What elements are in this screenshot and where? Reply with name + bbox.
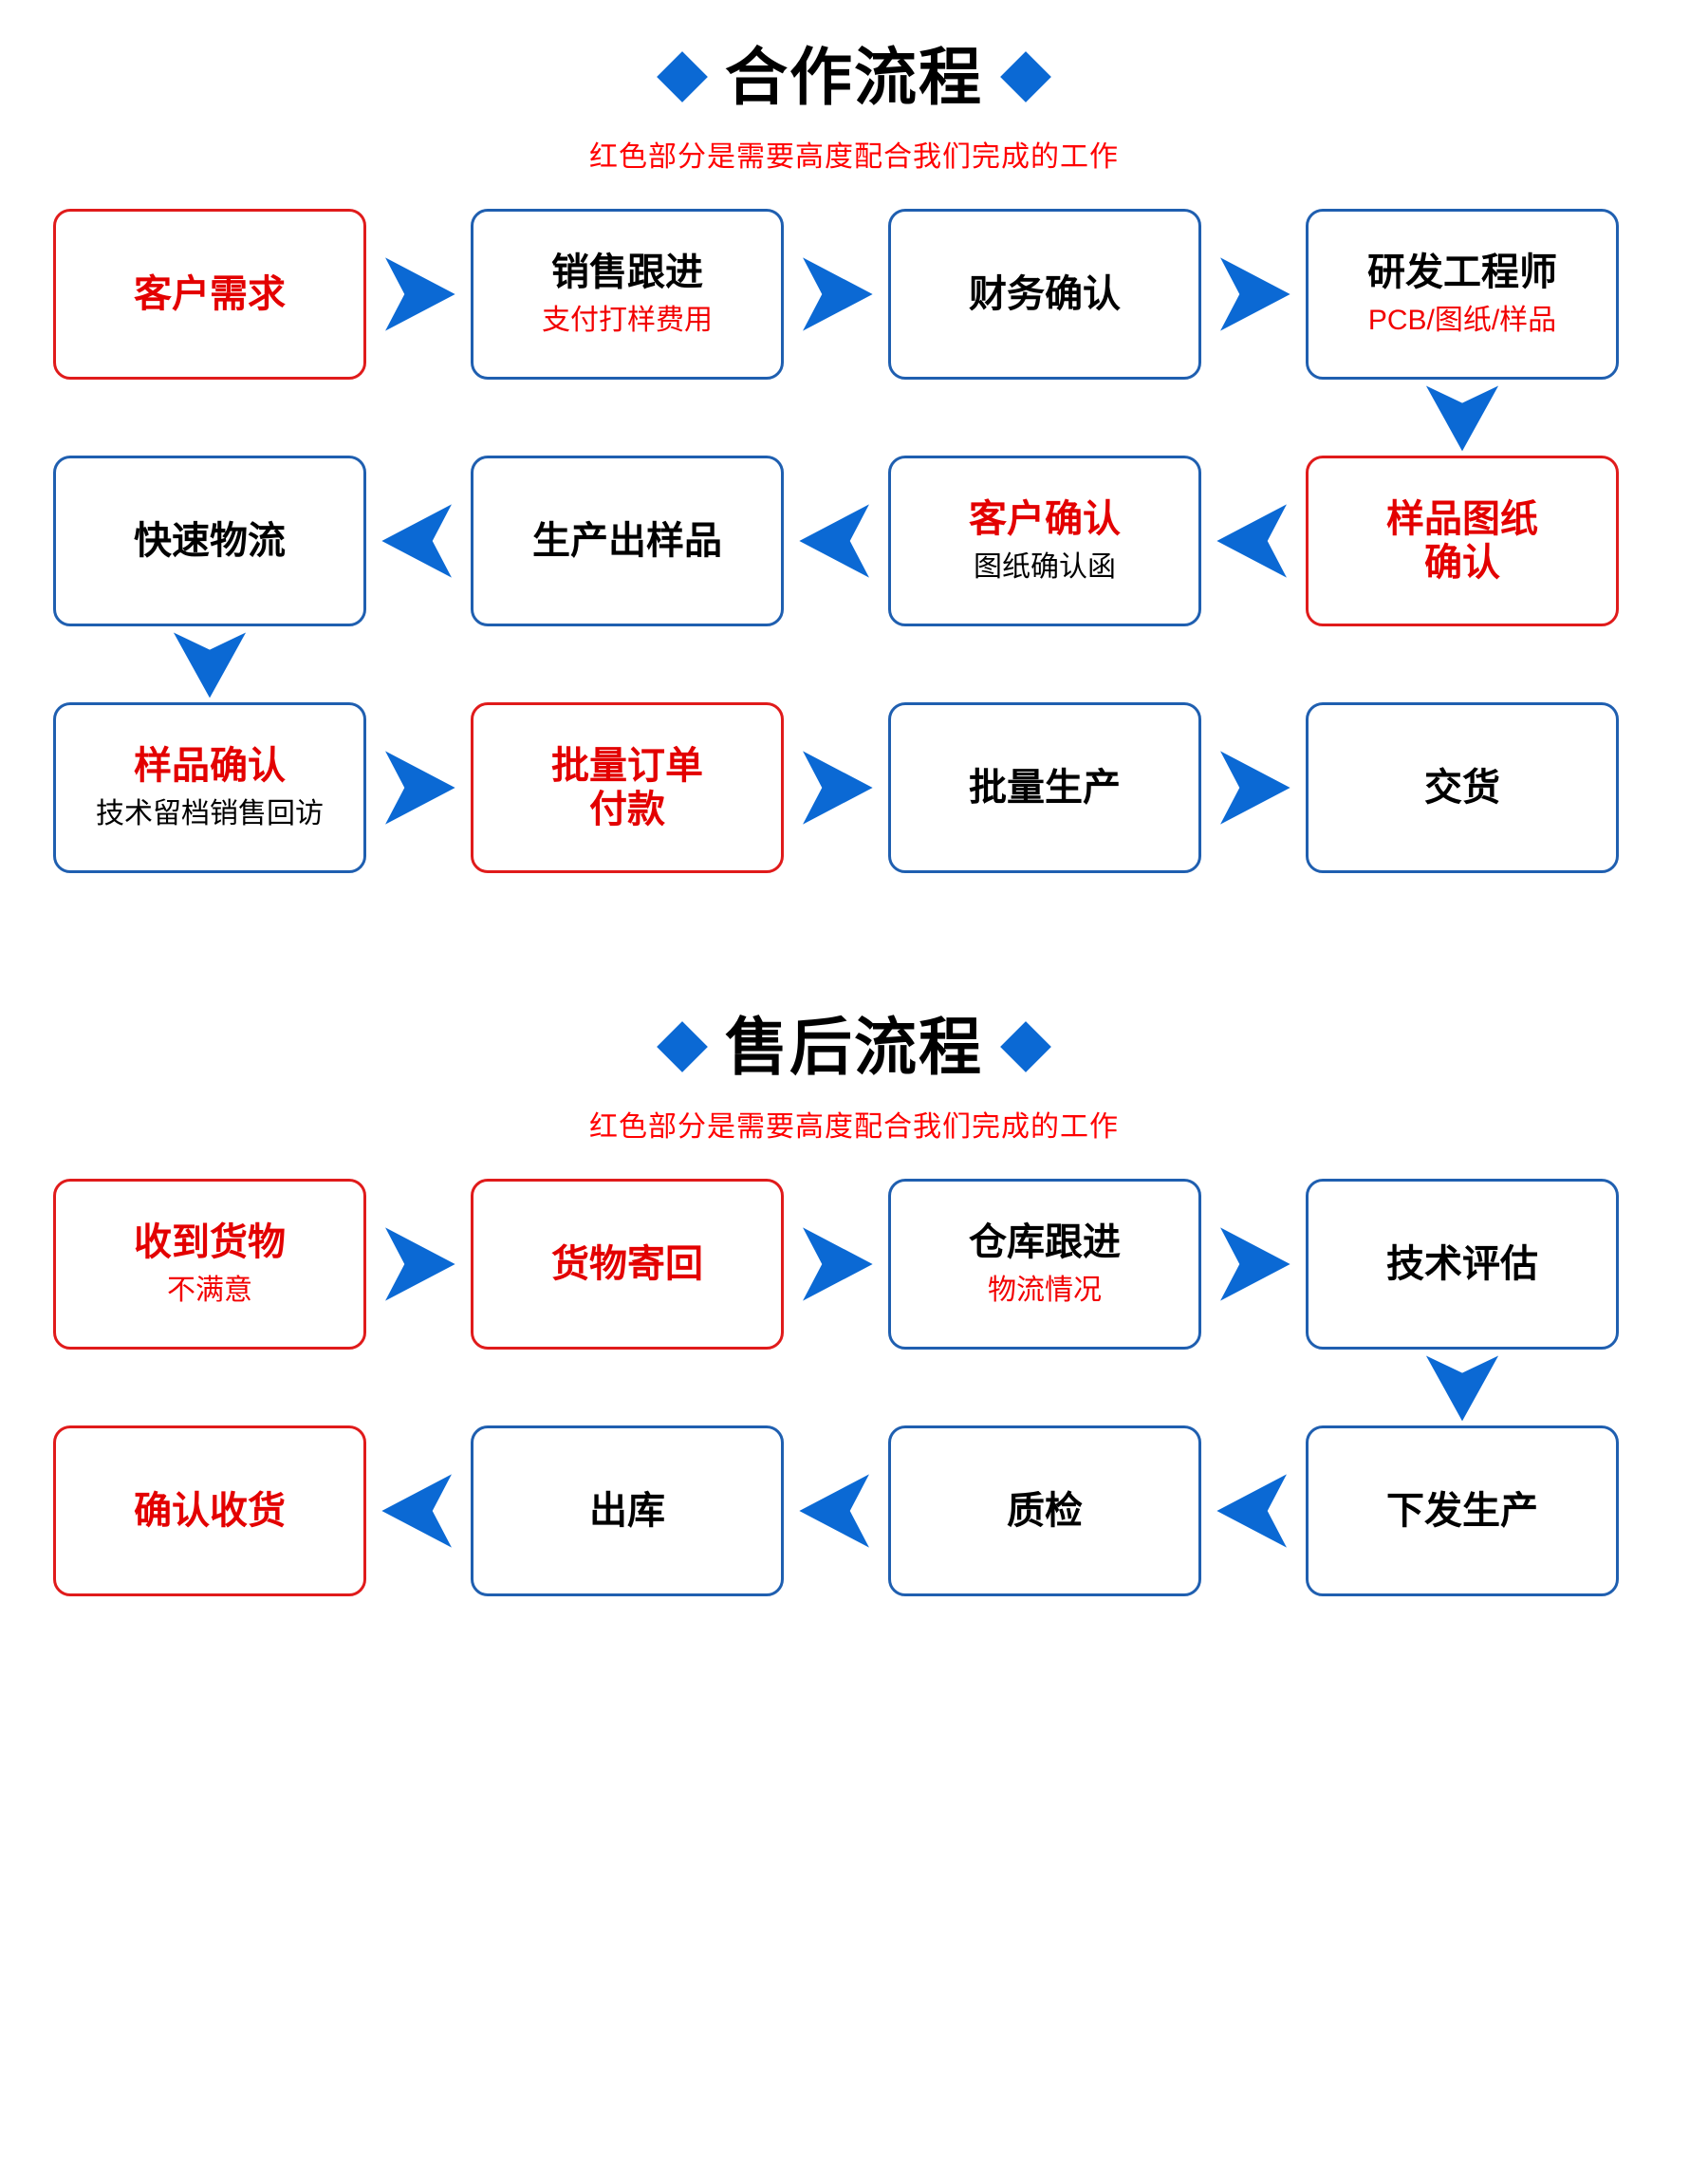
flow-node[interactable]: 研发工程师 PCB/图纸/样品 [1306, 209, 1619, 380]
flow-node-title: 批量订单 付款 [551, 744, 703, 830]
arrow-right-icon [1201, 1179, 1306, 1350]
flow-node-title: 出库 [589, 1489, 665, 1532]
flow-rows: 客户需求 销售跟进支付打样费用 财务确认 研发工程师 PCB/图纸/样品快速物流 生产出样… [0, 209, 1708, 873]
flow-node[interactable]: 销售跟进支付打样费用 [471, 209, 784, 380]
flow-row: 快速物流 生产出样品 客户确认图纸确认函 样品图纸 确认 [0, 456, 1708, 626]
flow-node-title: 研发工程师 [1367, 251, 1557, 293]
flow-node-title: 快速物流 [134, 519, 286, 562]
flow-node-title: 财务确认 [969, 272, 1121, 315]
flow-node-subtitle: PCB/图纸/样品 [1367, 305, 1557, 337]
flow-node[interactable]: 出库 [471, 1425, 784, 1596]
section-title-cooperation: 合作流程 [0, 46, 1708, 108]
arrow-down-row [0, 380, 1708, 456]
flow-node[interactable]: 交货 [1306, 702, 1619, 873]
section-subtitle: 红色部分是需要高度配合我们完成的工作 [589, 141, 1119, 173]
arrow-left-icon [784, 1425, 888, 1596]
arrow-right-icon [784, 1179, 888, 1350]
section-title-text: 售后流程 [725, 1012, 983, 1082]
arrow-right-icon [1201, 702, 1306, 873]
diamond-icon [657, 1021, 708, 1072]
flow-node-title: 收到货物 [134, 1220, 286, 1263]
section-title-after-sales: 售后流程 [0, 1015, 1708, 1078]
flow-node[interactable]: 批量生产 [888, 702, 1201, 873]
flow-node-subtitle: 物流情况 [988, 1275, 1102, 1307]
arrow-right-icon [784, 209, 888, 380]
flow-node[interactable]: 质检 [888, 1425, 1201, 1596]
flow-node-title: 质检 [1007, 1489, 1083, 1532]
flow-node[interactable]: 样品图纸 确认 [1306, 456, 1619, 626]
flow-row: 客户需求 销售跟进支付打样费用 财务确认 研发工程师 PCB/图纸/样品 [0, 209, 1708, 380]
flow-node[interactable]: 技术评估 [1306, 1179, 1619, 1350]
section-subtitle: 红色部分是需要高度配合我们完成的工作 [589, 1111, 1119, 1143]
arrow-left-icon [784, 456, 888, 626]
flow-node[interactable]: 客户需求 [53, 209, 366, 380]
arrow-left-icon [366, 456, 471, 626]
arrow-down-icon [1306, 1351, 1619, 1425]
arrow-down-icon [1306, 381, 1619, 455]
section-cooperation: 合作流程红色部分是需要高度配合我们完成的工作客户需求 销售跟进支付打样费用 财务确认… [0, 0, 1708, 873]
section-gap [0, 873, 1708, 1015]
arrow-right-icon [366, 702, 471, 873]
flow-node-title: 客户需求 [134, 272, 286, 315]
flow-node[interactable]: 仓库跟进物流情况 [888, 1179, 1201, 1350]
flow-node[interactable]: 生产出样品 [471, 456, 784, 626]
arrow-left-icon [366, 1425, 471, 1596]
flow-node[interactable]: 确认收货 [53, 1425, 366, 1596]
flow-node-subtitle: 图纸确认函 [974, 551, 1116, 584]
flow-node-title: 样品图纸 确认 [1386, 497, 1538, 584]
arrow-left-icon [1201, 456, 1306, 626]
arrow-down-icon [53, 627, 366, 701]
flow-node[interactable]: 货物寄回 [471, 1179, 784, 1350]
flow-node-title: 仓库跟进 [969, 1220, 1121, 1263]
flow-node-title: 技术评估 [1386, 1242, 1538, 1285]
flow-node-subtitle: 不满意 [167, 1275, 252, 1307]
flow-node[interactable]: 客户确认图纸确认函 [888, 456, 1201, 626]
diamond-icon [1000, 51, 1051, 102]
flow-node-title: 交货 [1424, 766, 1500, 809]
flow-node-title: 销售跟进 [551, 251, 703, 293]
arrow-down-row [0, 1350, 1708, 1425]
flow-node-title: 生产出样品 [532, 519, 722, 562]
flow-node-title: 下发生产 [1386, 1489, 1538, 1532]
diamond-icon [1000, 1021, 1051, 1072]
flow-row: 样品确认技术留档销售回访 批量订单 付款 批量生产 交货 [0, 702, 1708, 873]
flow-node[interactable]: 财务确认 [888, 209, 1201, 380]
flow-node-subtitle: 技术留档销售回访 [96, 798, 324, 830]
flow-node-title: 货物寄回 [551, 1242, 703, 1285]
flow-node-title: 客户确认 [969, 497, 1121, 540]
flow-node[interactable]: 快速物流 [53, 456, 366, 626]
flow-node-title: 样品确认 [134, 744, 286, 787]
diamond-icon [657, 51, 708, 102]
sections-root: 合作流程红色部分是需要高度配合我们完成的工作客户需求销售跟进支付打样费用财务确认… [0, 0, 1708, 1596]
flow-node-title: 确认收货 [134, 1489, 286, 1532]
flow-node-subtitle: 支付打样费用 [542, 305, 713, 337]
arrow-left-icon [1201, 1425, 1306, 1596]
arrow-right-icon [1201, 209, 1306, 380]
arrow-right-icon [366, 1179, 471, 1350]
flow-node[interactable]: 下发生产 [1306, 1425, 1619, 1596]
arrow-down-row [0, 626, 1708, 702]
section-title-text: 合作流程 [725, 42, 983, 112]
flow-node[interactable]: 批量订单 付款 [471, 702, 784, 873]
flow-row: 确认收货 出库 质检 下发生产 [0, 1425, 1708, 1596]
flow-node-title: 批量生产 [969, 766, 1121, 809]
arrow-right-icon [784, 702, 888, 873]
arrow-right-icon [366, 209, 471, 380]
flow-row: 收到货物不满意 货物寄回 仓库跟进物流情况 技术评估 [0, 1179, 1708, 1350]
flow-rows: 收到货物不满意 货物寄回 仓库跟进物流情况 技术评估确认收货 出库 质检 下发生产 [0, 1179, 1708, 1596]
flow-node[interactable]: 收到货物不满意 [53, 1179, 366, 1350]
flow-node[interactable]: 样品确认技术留档销售回访 [53, 702, 366, 873]
section-after-sales: 售后流程红色部分是需要高度配合我们完成的工作收到货物不满意 货物寄回 仓库跟进物流情… [0, 1015, 1708, 1596]
